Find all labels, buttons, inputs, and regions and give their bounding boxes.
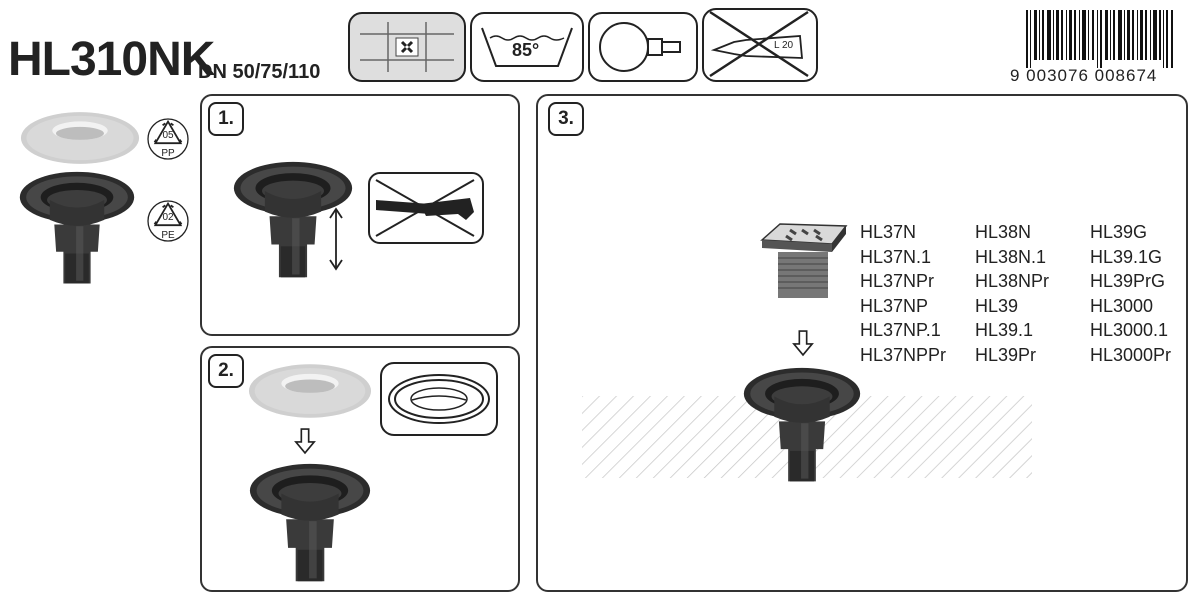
pipe-pictogram (588, 12, 698, 82)
step-number: 2. (208, 354, 244, 388)
product-title: HL310NK (8, 33, 215, 86)
model-name: HL37NP (860, 295, 929, 316)
model-name: HL39PrG (1090, 271, 1166, 291)
recycle-mark-pp: 05 PP (146, 116, 190, 162)
model-name: HL38N (975, 222, 1032, 242)
hot-water-pictogram: 85° (470, 12, 584, 82)
hot-water-icon (481, 27, 573, 67)
model-name: HL3000 (1090, 295, 1154, 316)
model-name: HL37N (860, 222, 917, 242)
tile-grate-pictogram (348, 12, 466, 82)
recycle-icon (147, 200, 189, 242)
model-name: HL39.1 (975, 320, 1034, 340)
no-cutting-pictogram (368, 172, 484, 244)
recycle-mark-pe: 02 PE (146, 198, 190, 244)
height-adjust-icon (329, 207, 343, 271)
model-name: HL37NPPr (860, 344, 947, 365)
sealant-label: L 20 (774, 40, 794, 51)
pipe-connection-icon (599, 22, 681, 72)
barcode (1026, 10, 1174, 68)
drain-body-image (249, 463, 371, 582)
models-column-3: HL39G HL39.1G HL39PrG HL3000 HL3000.1 HL… (1090, 220, 1171, 367)
drain-body-image (743, 367, 861, 482)
recycle-code: 02 (162, 212, 174, 223)
no-cutting-tool-icon (375, 179, 475, 237)
model-name: HL37N.1 (860, 246, 932, 267)
model-name: HL37NPr (860, 271, 935, 291)
drain-body-image (19, 171, 135, 284)
models-column-2: HL38N HL38N.1 HL38NPr HL39 HL39.1 HL39Pr (975, 220, 1049, 367)
no-sealant-pictogram: L 20 (702, 8, 818, 82)
material-label: PP (161, 148, 175, 159)
down-arrow-icon (792, 330, 814, 356)
down-arrow-icon (294, 428, 316, 454)
step-3-panel: 3. HL37N HL37N.1 HL37NPr HL37NP HL37NP. (536, 94, 1188, 592)
tile-grate-icon (360, 22, 454, 72)
step-number: 1. (208, 102, 244, 136)
flange-seal-icon (388, 374, 490, 424)
model-name: HL39 (975, 295, 1019, 316)
model-name: HL37NP.1 (860, 320, 941, 340)
recycle-code: 05 (162, 130, 174, 141)
model-name: HL39G (1090, 222, 1148, 242)
model-name: HL3000.1 (1090, 320, 1169, 340)
model-name: HL39Pr (975, 344, 1037, 365)
models-column-1: HL37N HL37N.1 HL37NPr HL37NP HL37NP.1 HL… (860, 220, 946, 367)
grate-attachment-image (760, 223, 848, 298)
model-name: HL38N.1 (975, 246, 1047, 267)
model-name: HL39.1G (1090, 246, 1163, 267)
material-label: PE (161, 230, 175, 241)
step-2-panel: 2. (200, 346, 520, 592)
no-sealant-icon (709, 10, 809, 78)
barcode-number: 9 003076 008674 (1010, 66, 1158, 85)
model-name: HL3000Pr (1090, 344, 1172, 365)
nominal-diameter: DN 50/75/110 (198, 61, 321, 83)
step-number: 3. (548, 102, 584, 136)
step-1-panel: 1. (200, 94, 520, 336)
temperature-label: 85° (512, 40, 540, 60)
model-name: HL38NPr (975, 271, 1050, 291)
seal-ring-image (20, 112, 140, 164)
recycle-icon (147, 118, 189, 160)
seal-ring-image (248, 364, 372, 418)
seal-pictogram (380, 362, 498, 436)
